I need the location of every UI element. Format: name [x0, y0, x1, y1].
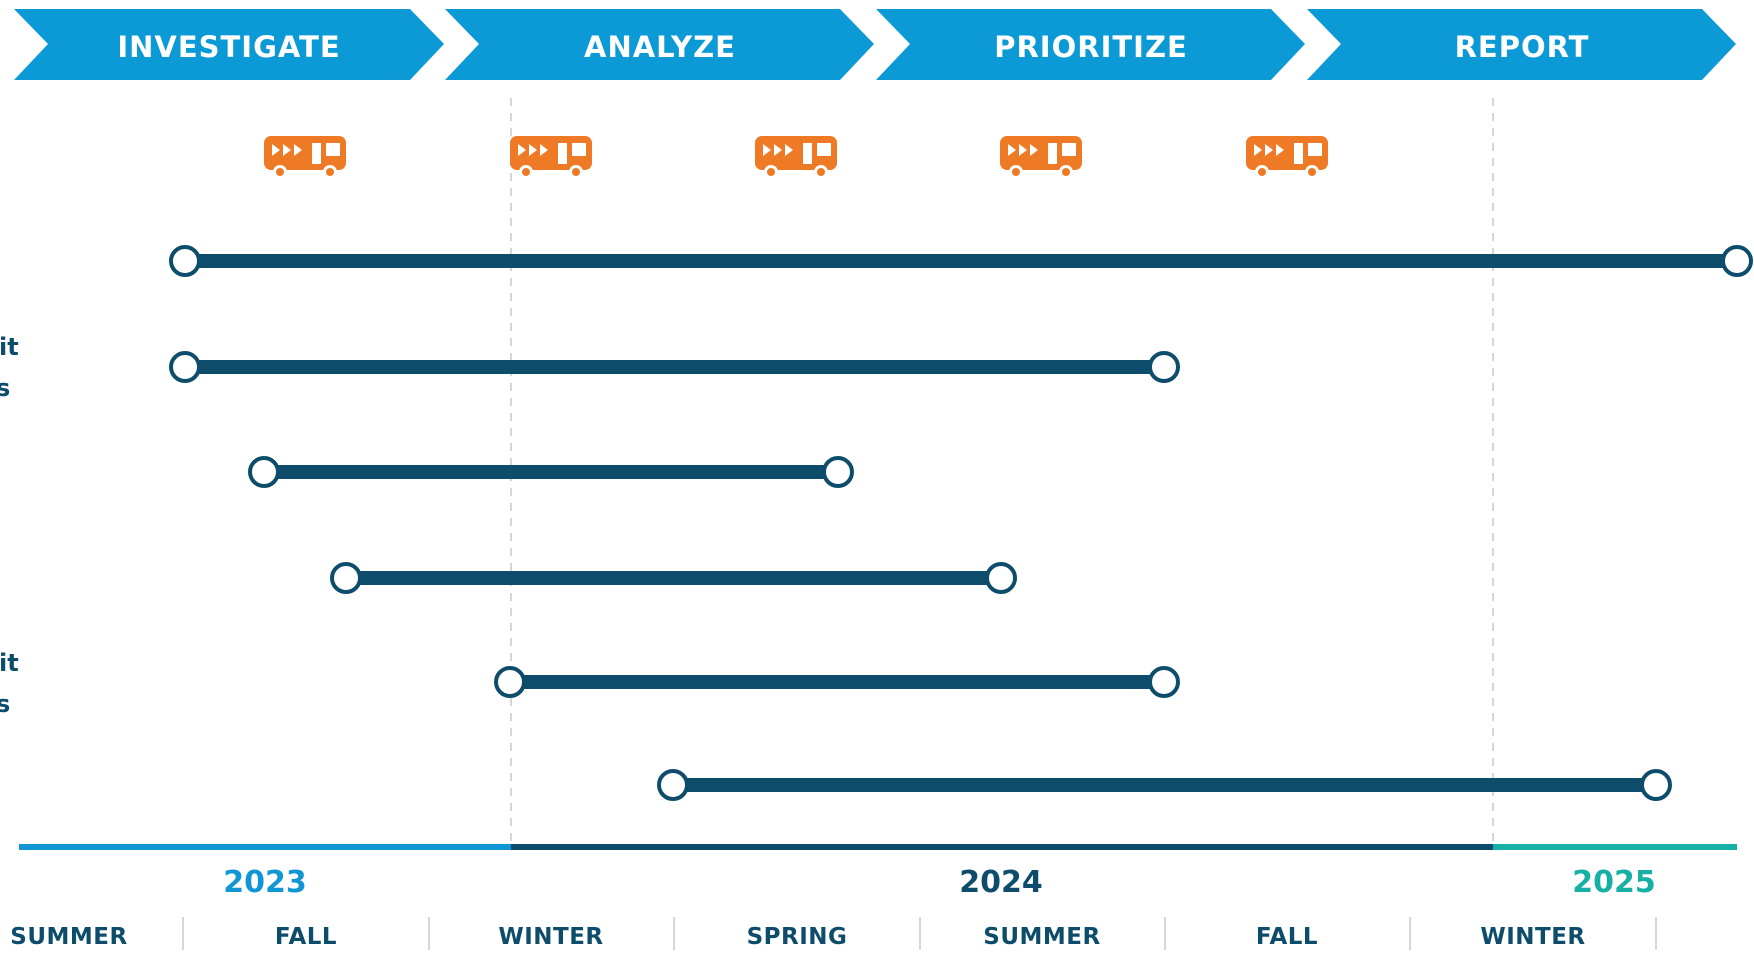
bus-icon [998, 134, 1084, 179]
season-label: SPRING [747, 924, 848, 950]
bar-end-marker [1640, 769, 1672, 801]
bar-start-marker [657, 769, 689, 801]
timeline-bar-1 [169, 245, 1753, 277]
bus-icon [1244, 134, 1330, 179]
season-label: SUMMER [983, 924, 1100, 950]
bar-start-marker [169, 245, 201, 277]
bus-icon [508, 134, 594, 179]
phase-label: PRIORITIZE [994, 30, 1188, 64]
bar-end-marker [1721, 245, 1753, 277]
season-axis: SUMMER FALL WINTER SPRING SUMMER FALL WI… [10, 917, 1657, 950]
phase-label: REPORT [1455, 30, 1590, 64]
phase-label: INVESTIGATE [117, 30, 340, 64]
phase-report: REPORT [1307, 9, 1736, 80]
bar-end-marker [822, 456, 854, 488]
bus-icon [753, 134, 839, 179]
phase-investigate: INVESTIGATE [14, 9, 444, 80]
year-label-2024: 2024 [959, 865, 1043, 900]
year-label-2025: 2025 [1572, 865, 1656, 900]
season-label: FALL [275, 924, 337, 950]
bar-end-marker [1148, 666, 1180, 698]
season-label: WINTER [498, 924, 603, 950]
chevron-shape [1307, 9, 1736, 80]
row-label-fragment: s [0, 690, 10, 718]
chevron-shape [14, 9, 444, 80]
season-label: WINTER [1480, 924, 1585, 950]
timeline-bars [169, 245, 1753, 801]
bus-icons [262, 134, 1330, 179]
season-label: SUMMER [10, 924, 127, 950]
bar-end-marker [985, 562, 1017, 594]
bus-icon [262, 134, 348, 179]
timeline-bar-4 [330, 562, 1017, 594]
timeline-bar-5 [494, 666, 1180, 698]
bar-end-marker [1148, 351, 1180, 383]
phase-analyze: ANALYZE [445, 9, 874, 80]
chevron-shape [445, 9, 874, 80]
bar-start-marker [330, 562, 362, 594]
row-label-fragment: s [0, 374, 10, 402]
row-label-fragment: it [0, 333, 19, 361]
bar-start-marker [169, 351, 201, 383]
row-labels: it s it s [0, 333, 19, 718]
timeline-bar-6 [657, 769, 1672, 801]
phase-chevrons: INVESTIGATE ANALYZE PRIORITIZE REPORT [14, 9, 1736, 80]
bar-start-marker [248, 456, 280, 488]
bar-start-marker [494, 666, 526, 698]
season-label: FALL [1256, 924, 1318, 950]
year-label-2023: 2023 [223, 865, 307, 900]
timeline-bar-2 [169, 351, 1180, 383]
year-axis: 2023 2024 2025 [19, 844, 1737, 900]
timeline-bar-3 [248, 456, 854, 488]
row-label-fragment: it [0, 649, 19, 677]
year-dividers [510, 98, 1494, 845]
phase-prioritize: PRIORITIZE [876, 9, 1305, 80]
chevron-shape [876, 9, 1305, 80]
phase-label: ANALYZE [584, 30, 736, 64]
